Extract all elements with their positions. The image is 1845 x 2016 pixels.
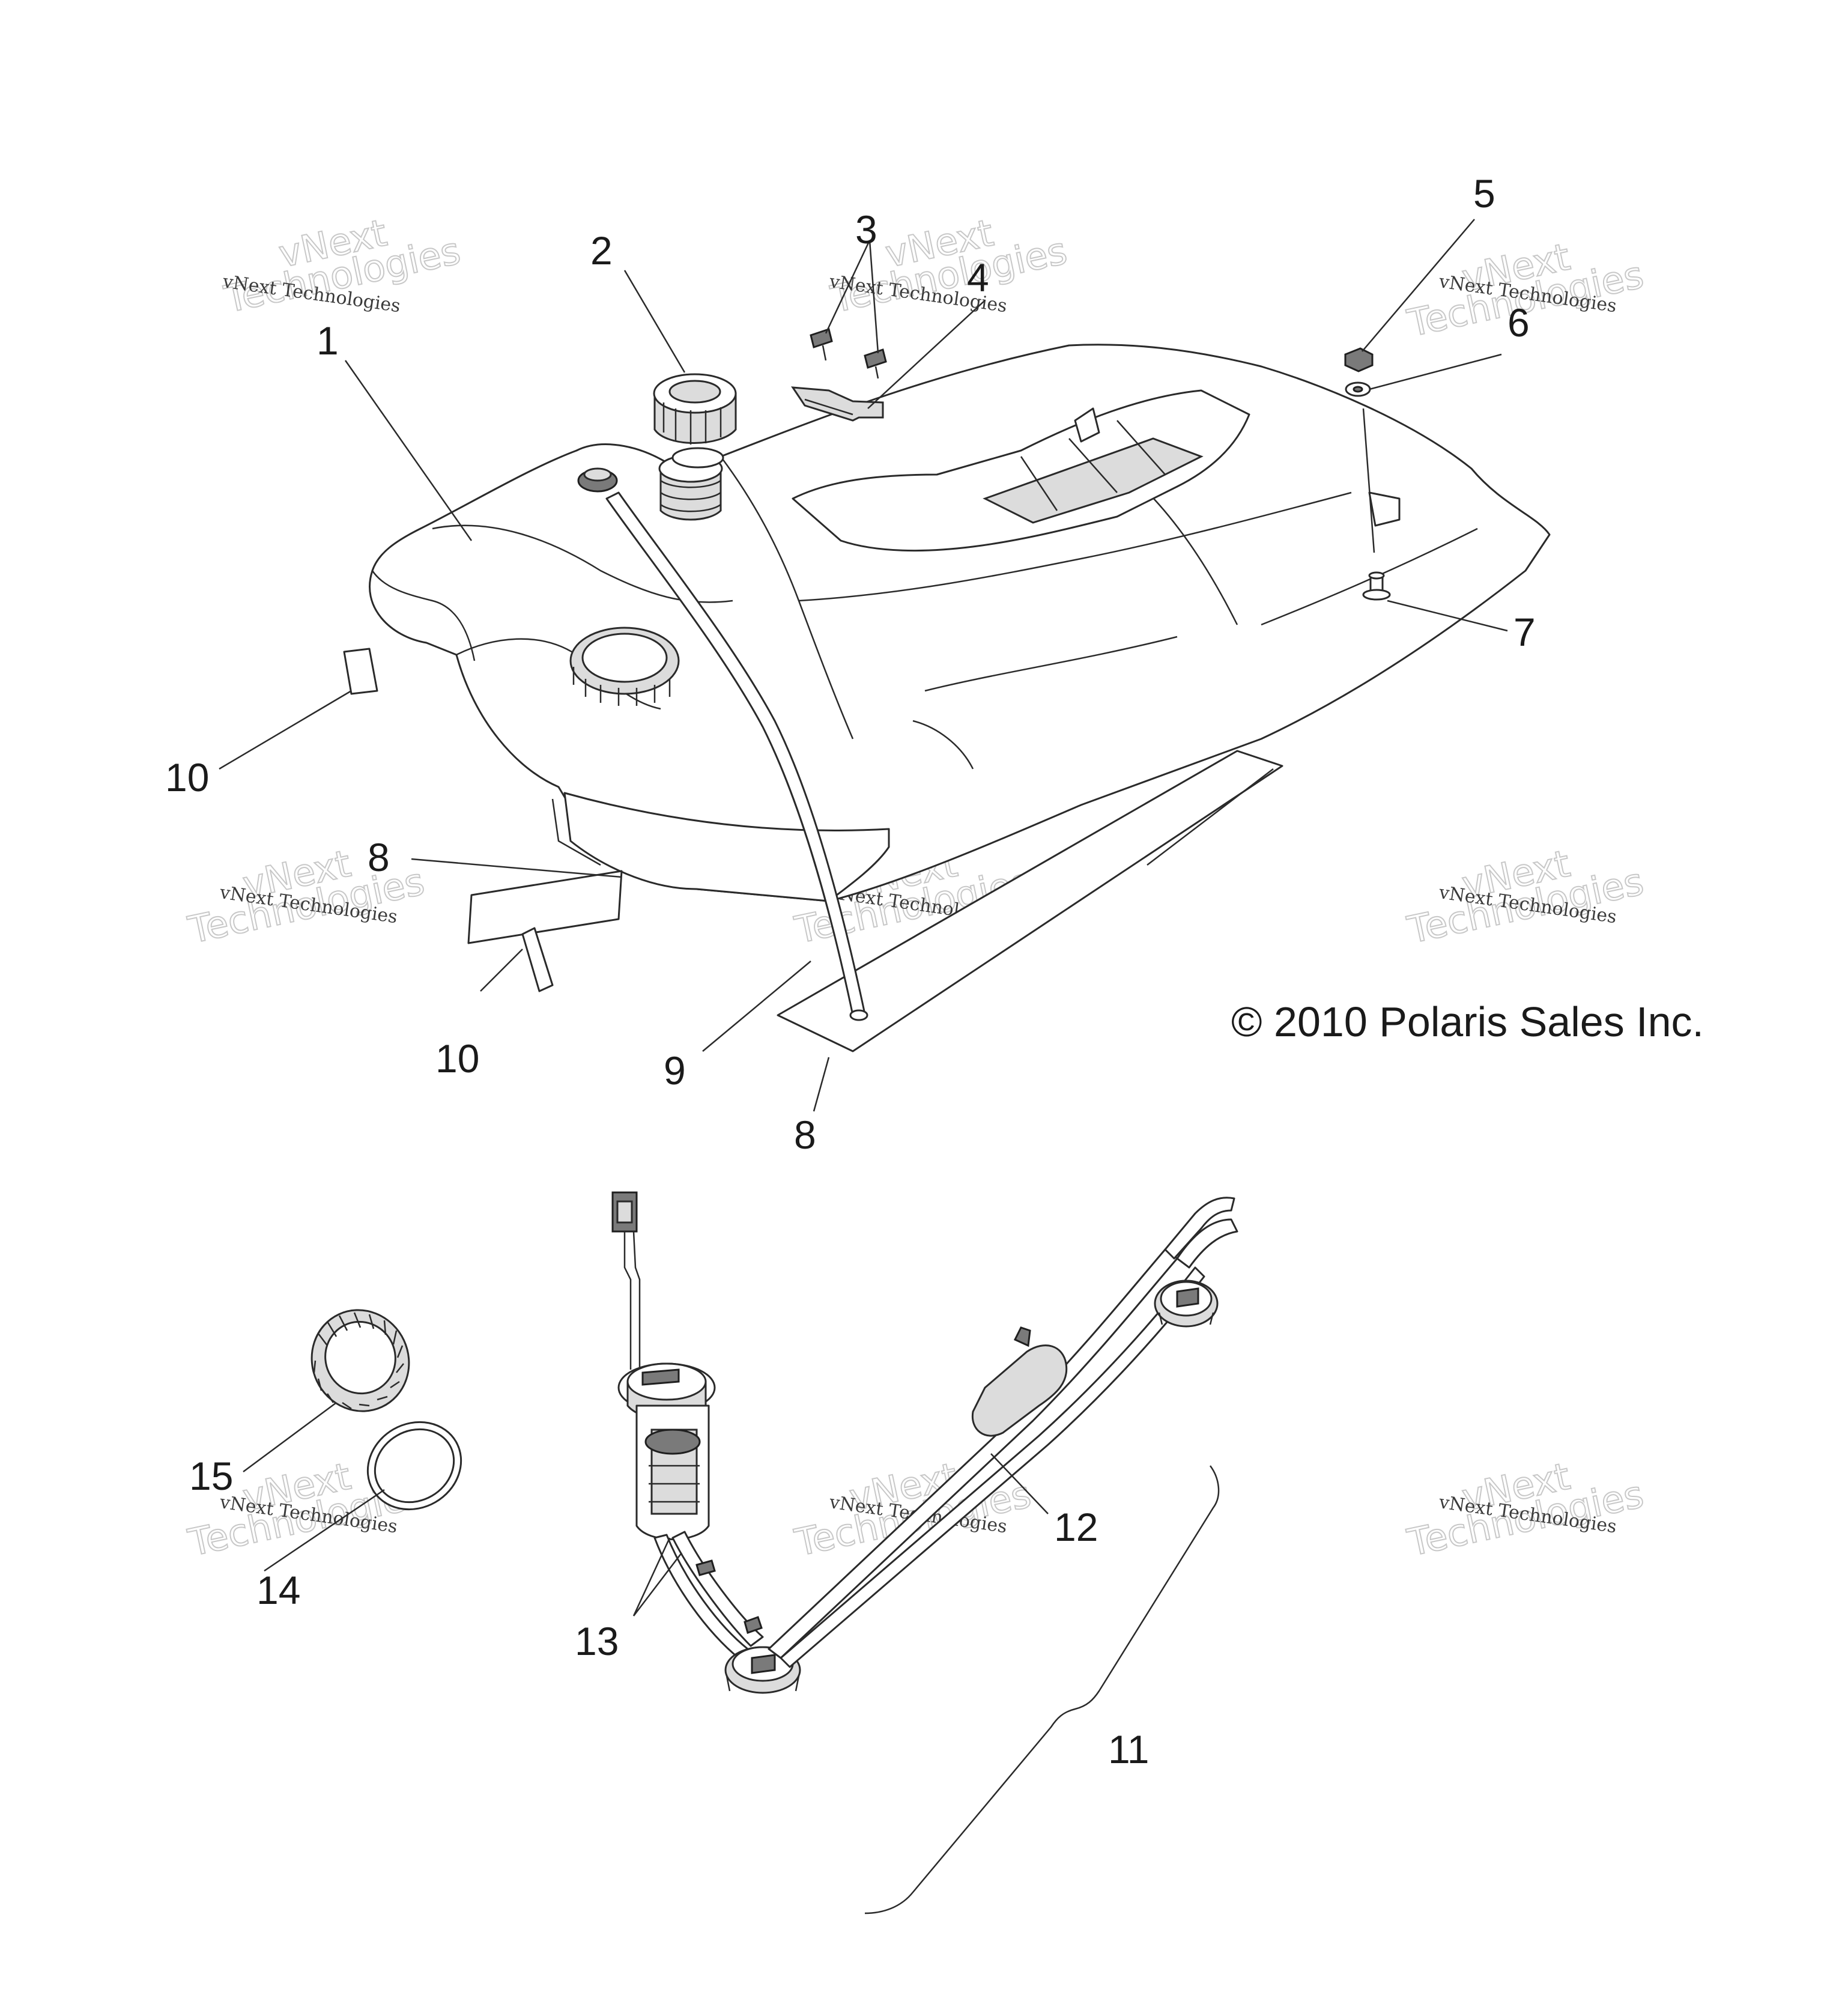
watermark-top-left: Technologies vNext vNext Technologies xyxy=(220,210,465,322)
grommet xyxy=(1362,571,1391,601)
group-bracket xyxy=(864,1465,1220,1914)
fuel-tank xyxy=(369,344,1551,902)
callout-11: 11 xyxy=(1108,1727,1150,1772)
bracket xyxy=(791,386,884,422)
callout-10-front-pad: 10 xyxy=(165,755,209,800)
callout-6: 6 xyxy=(1507,300,1530,345)
gasket xyxy=(366,1421,462,1511)
nut xyxy=(1344,347,1374,372)
lock-ring xyxy=(311,1309,410,1412)
watermark-bottom-right: Technologies vNext vNext Technologies xyxy=(1403,1454,1648,1565)
callout-15: 15 xyxy=(189,1454,233,1498)
callout-8-small-pad: 8 xyxy=(368,835,390,879)
callout-8-long-pad: 8 xyxy=(794,1113,816,1157)
callout-1: 1 xyxy=(317,318,339,363)
pad-front xyxy=(343,648,378,695)
callout-4: 4 xyxy=(967,255,989,300)
callout-10-side-pad: 10 xyxy=(435,1036,479,1081)
callout-9: 9 xyxy=(664,1048,686,1093)
callout-14: 14 xyxy=(256,1568,300,1612)
callout-12: 12 xyxy=(1054,1505,1098,1549)
fuel-cap xyxy=(653,373,737,469)
callout-13: 13 xyxy=(575,1619,619,1663)
pad-side xyxy=(521,927,554,992)
pad-small xyxy=(467,870,623,944)
fuel-pump-assembly xyxy=(611,1191,1238,1694)
callout-2: 2 xyxy=(590,228,613,273)
watermark-mid-right: Technologies vNext vNext Technologies xyxy=(1403,841,1648,953)
callout-3: 3 xyxy=(855,207,877,252)
washer xyxy=(1345,381,1371,397)
screws xyxy=(810,328,887,379)
pad-long xyxy=(777,750,1283,1052)
callout-5: 5 xyxy=(1473,171,1495,216)
copyright-notice: © 2010 Polaris Sales Inc. xyxy=(1231,998,1704,1045)
watermark-mid-left: Technologies vNext vNext Technologies xyxy=(184,841,429,953)
callout-7: 7 xyxy=(1513,610,1536,654)
watermark-top-center: Technologies vNext vNext Technologies xyxy=(826,210,1071,322)
vent-hose xyxy=(605,491,868,1021)
